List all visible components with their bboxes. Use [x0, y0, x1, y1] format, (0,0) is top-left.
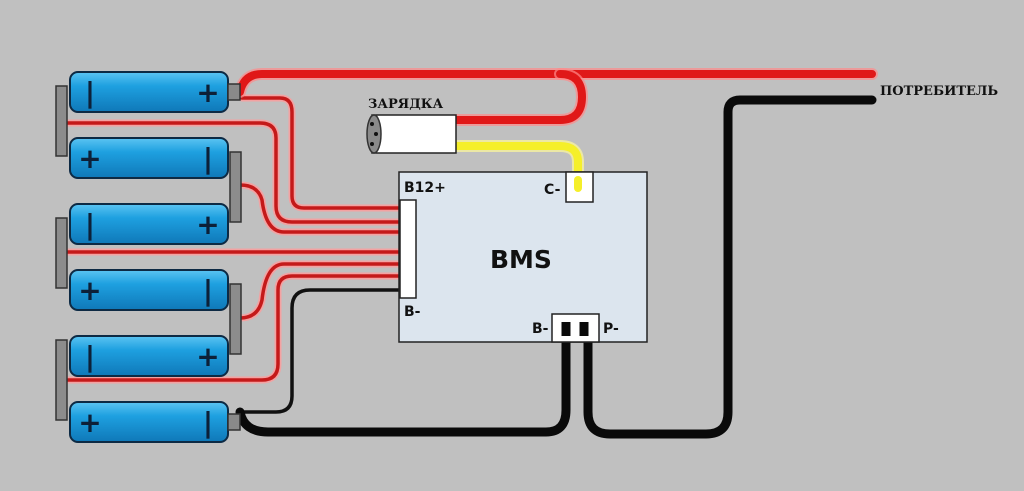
battery-cell-5: |+	[69, 335, 229, 377]
battery-negative-wire	[235, 317, 571, 437]
minus-sign: |	[203, 406, 213, 439]
label-c-minus: C-	[544, 182, 561, 198]
balance-wire-5	[238, 262, 402, 320]
minus-sign: |	[203, 274, 213, 307]
charger-plug: ЗАРЯДКА	[366, 97, 457, 154]
consumer-negative-wire	[583, 95, 877, 439]
nickel-strap-1	[55, 85, 68, 157]
plus-sign: +	[78, 142, 101, 175]
nickel-strap-2	[229, 151, 242, 223]
balance-wire-6	[64, 274, 402, 382]
plug-pin-2	[374, 132, 378, 136]
battery-cell-1: |+	[69, 71, 241, 113]
plus-sign: +	[196, 340, 219, 373]
bms-title: BMS	[490, 245, 552, 274]
plus-sign: +	[196, 76, 219, 109]
battery-terminal-cap	[227, 413, 241, 431]
battery-body	[69, 335, 229, 377]
battery-body	[69, 203, 229, 245]
nickel-strap-3	[55, 217, 68, 289]
minus-sign: |	[85, 340, 95, 373]
plus-sign: +	[196, 208, 219, 241]
consumer-label: ПОТРЕБИТЕЛЬ	[880, 84, 998, 99]
battery-cell-4: +|	[69, 269, 229, 311]
label-p-minus: P-	[603, 321, 619, 337]
b-minus-sense-wire	[240, 288, 402, 414]
plug-pin-3	[370, 142, 374, 146]
nickel-strap-4	[229, 283, 242, 355]
charger-minus-wire	[452, 142, 582, 188]
battery-body	[69, 137, 229, 179]
label-b-minus-balance: B-	[404, 304, 421, 320]
balance-wire-2	[64, 121, 402, 224]
label-b-minus-power: B-	[532, 321, 549, 337]
plus-sign: +	[78, 406, 101, 439]
balance-wires	[62, 94, 404, 384]
plus-sign: +	[78, 274, 101, 307]
battery-cell-3: |+	[69, 203, 229, 245]
main-positive-wire	[234, 68, 878, 126]
battery-cell-6: +|	[69, 401, 241, 443]
minus-sign: |	[203, 142, 213, 175]
label-b12-plus: B12+	[404, 180, 446, 196]
battery-body	[69, 269, 229, 311]
battery-terminal-cap	[227, 83, 241, 101]
plug-pin-1	[370, 122, 374, 126]
minus-sign: |	[85, 76, 95, 109]
nickel-strap-5	[55, 339, 68, 421]
positive-wire	[236, 70, 876, 96]
bms-board: B12+ B- C- B- P- BMS	[398, 171, 648, 343]
charger-plug-body	[371, 114, 457, 154]
balance-connector	[399, 199, 417, 299]
power-connector	[551, 313, 600, 343]
balance-wire-1-core	[240, 96, 402, 210]
charger-positive-wire	[452, 70, 586, 124]
minus-sign: |	[85, 208, 95, 241]
charger-label: ЗАРЯДКА	[368, 97, 444, 112]
charger-positive-wire-glow	[450, 68, 588, 126]
battery-cell-2: +|	[69, 137, 229, 179]
balance-wire-3	[238, 183, 402, 234]
bms-board-body	[398, 171, 648, 343]
battery-pack: |++||++||++|	[55, 71, 242, 443]
